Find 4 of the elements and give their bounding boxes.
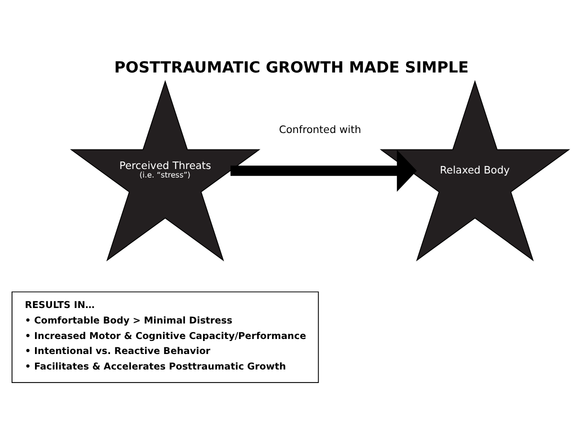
- edge-label: Confronted with: [279, 124, 362, 136]
- arrow: [230, 150, 417, 192]
- node-box: RESULTS IN… • Comfortable Body > Minimal Distress • Increased Motor & Cognitive Capacity/Performance • Intentional vs. Reactive Behavior • Facilitates & Accelerates Posttraumatic Growth: [12, 291, 319, 383]
- diagram-title: POSTTRAUMATIC GROWTH MADE SIMPLE: [114, 58, 469, 76]
